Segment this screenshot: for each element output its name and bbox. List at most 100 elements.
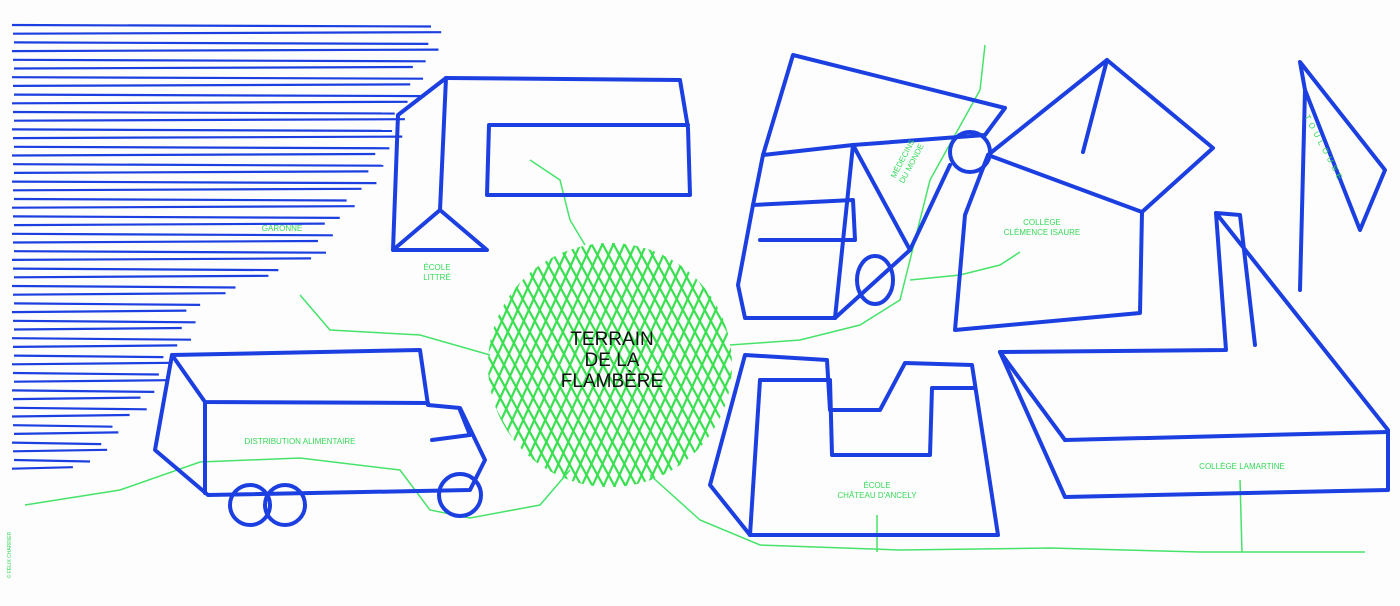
river-stroke	[11, 441, 102, 446]
river-stroke	[11, 205, 355, 209]
river-stroke	[11, 337, 191, 341]
label-garonne: GARONNE	[262, 224, 302, 233]
river-stroke	[11, 361, 173, 366]
river-stroke	[13, 170, 369, 174]
river-stroke	[13, 93, 421, 98]
terrain-hatch-stroke	[686, 243, 732, 487]
river-stroke	[12, 135, 403, 140]
river-stroke	[11, 152, 376, 157]
terrain-hatch-stroke	[488, 243, 555, 487]
river-stroke	[13, 431, 119, 435]
terrain-hatch-stroke	[279, 235, 422, 495]
river-stroke	[13, 145, 390, 150]
river-stroke	[12, 344, 178, 348]
terrain-hatch-stroke	[510, 243, 630, 487]
terrain-hatch-stroke	[358, 235, 475, 495]
river-stroke	[12, 187, 362, 192]
ecole-chateau-ancely-building	[708, 353, 1000, 537]
river-stroke	[11, 389, 155, 393]
terrain-hatch-stroke	[675, 243, 732, 487]
river-stroke	[11, 23, 432, 28]
label-toulouse: TOULOUSE	[1302, 113, 1346, 184]
river-stroke	[12, 371, 159, 376]
terrain-hatch-stroke	[576, 243, 696, 487]
terrain-hatch-stroke	[488, 243, 597, 487]
terrain-hatch-stroke	[488, 243, 586, 487]
terrain-hatch-stroke	[554, 243, 674, 487]
college-clemence-isaure-building	[953, 58, 1215, 332]
river-stroke	[12, 424, 113, 428]
label-medecins-du-monde: MÉDECINSDU MONDE	[889, 137, 926, 184]
river-stroke	[13, 118, 405, 122]
terrain-hatch-stroke	[631, 243, 732, 487]
river-stroke	[12, 448, 108, 453]
terrain-hatch-stroke	[521, 243, 641, 487]
river-stroke	[11, 309, 187, 314]
river-stroke	[11, 180, 377, 185]
ecole-littre-building	[391, 76, 692, 252]
terrain-hatch-stroke	[303, 235, 420, 495]
toulouse-sign	[1298, 60, 1387, 292]
green-paths	[24, 44, 1365, 553]
river-stroke	[13, 354, 164, 359]
terrain-hatch-stroke	[642, 243, 732, 487]
river-stroke	[12, 215, 340, 219]
label-college-lamartine: COLLÈGE LAMARTINE	[1199, 462, 1285, 471]
river-stroke	[12, 319, 196, 324]
river-stroke	[12, 267, 279, 272]
label-distribution-alimentaire: DISTRIBUTION ALIMENTAIRE	[245, 437, 356, 446]
terrain-hatch-stroke	[673, 243, 732, 487]
river-stroke	[11, 466, 73, 470]
distribution-truck	[153, 348, 487, 527]
river-stroke	[13, 406, 147, 411]
river-stroke	[12, 292, 226, 296]
river-stroke	[12, 163, 384, 167]
terrain-hatch-stroke	[543, 243, 663, 487]
river-stroke	[13, 41, 429, 45]
terrain-hatch-stroke	[708, 243, 732, 487]
river-stroke	[13, 250, 327, 254]
river-stroke	[13, 197, 347, 202]
river-stroke	[11, 128, 393, 132]
river-stroke	[12, 239, 318, 244]
river-stroke	[11, 232, 333, 237]
terrain-hatch-stroke	[488, 243, 489, 487]
terrain-hatch-stroke	[488, 243, 575, 487]
terrain-hatch-stroke	[314, 235, 431, 495]
terrain-hatch-stroke	[488, 243, 553, 487]
medecins-du-monde-truck	[736, 53, 1007, 320]
terrain-hatch-stroke	[290, 235, 433, 495]
college-lamartine-building	[998, 211, 1390, 499]
river-stroke	[13, 326, 182, 331]
river-stroke	[11, 48, 439, 53]
river-stroke	[12, 396, 141, 401]
river-stroke	[13, 65, 413, 70]
river-stroke	[11, 257, 312, 261]
credit-text: © FÉLIX CHARRIER	[6, 531, 13, 578]
terrain-hatch-stroke	[334, 235, 477, 495]
river-stroke	[12, 31, 442, 35]
terrain-hatch-stroke	[664, 243, 732, 487]
river-stroke	[13, 458, 91, 463]
terrain-hatch-stroke	[488, 243, 520, 487]
river-stroke	[11, 413, 130, 418]
river-stroke	[13, 222, 325, 227]
terrain-hatch-stroke	[488, 243, 564, 487]
river-stroke	[13, 302, 201, 306]
river-stroke	[12, 110, 395, 115]
river-stroke	[11, 284, 236, 289]
terrain-hatch-stroke	[292, 235, 409, 495]
river-stroke	[13, 274, 269, 279]
river-stroke	[12, 58, 426, 63]
river-stroke	[13, 379, 169, 383]
terrain-hatch-stroke	[587, 243, 707, 487]
river-stroke	[12, 83, 411, 87]
river-stroke	[11, 100, 408, 105]
terrain-hatch-stroke	[662, 243, 732, 487]
